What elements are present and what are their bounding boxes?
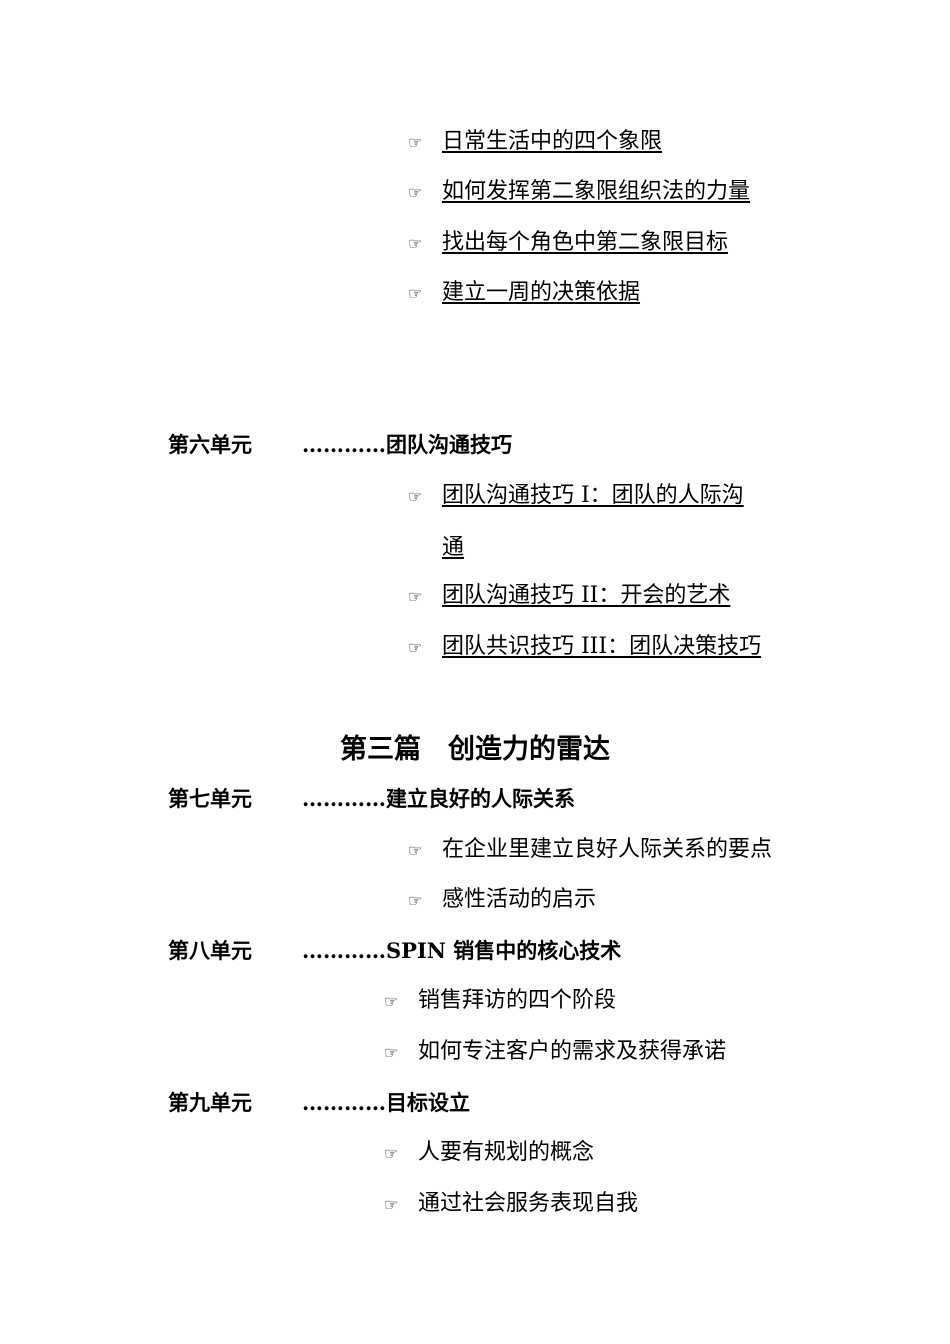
- unit-title: …………建立良好的人际关系: [302, 786, 575, 811]
- link-text[interactable]: 团队沟通技巧 II：开会的艺术: [442, 583, 731, 608]
- list-item: ☞ 感性活动的启示: [408, 885, 596, 916]
- unit-number: 第八单元: [168, 938, 252, 963]
- link-text[interactable]: 团队共识技巧 III：团队决策技巧: [442, 634, 762, 659]
- pointing-hand-icon: ☞: [384, 1144, 399, 1163]
- pointing-hand-icon: ☞: [408, 234, 423, 253]
- unit-number: 第六单元: [168, 432, 252, 457]
- link-text[interactable]: 团队沟通技巧 I：团队的人际沟: [442, 483, 744, 508]
- list-item: ☞ 如何专注客户的需求及获得承诺: [384, 1037, 726, 1068]
- list-text: 销售拜访的四个阶段: [418, 988, 617, 1013]
- link-text[interactable]: 建立一周的决策依据: [442, 280, 641, 305]
- list-text: 通过社会服务表现自我: [418, 1191, 639, 1216]
- link-text[interactable]: 如何发挥第二象限组织法的力量: [442, 179, 751, 204]
- pointing-hand-icon: ☞: [408, 133, 423, 152]
- list-item: ☞ 找出每个角色中第二象限目标: [408, 228, 728, 259]
- list-item: ☞ 在企业里建立良好人际关系的要点: [408, 835, 772, 866]
- pointing-hand-icon: ☞: [408, 487, 423, 506]
- pointing-hand-icon: ☞: [408, 891, 423, 910]
- list-text: 如何专注客户的需求及获得承诺: [418, 1039, 727, 1064]
- list-item: ☞ 如何发挥第二象限组织法的力量: [408, 177, 750, 208]
- list-text: 感性活动的启示: [442, 887, 597, 912]
- unit-number: 第九单元: [168, 1090, 252, 1115]
- list-item: ☞ 日常生活中的四个象限: [408, 127, 662, 158]
- list-item: ☞ 团队沟通技巧 II：开会的艺术: [408, 581, 730, 612]
- unit-title: …………目标设立: [302, 1090, 470, 1115]
- link-text-continuation[interactable]: 通: [442, 535, 465, 560]
- list-item: ☞ 通过社会服务表现自我: [384, 1189, 638, 1220]
- unit-heading: 第六单元 …………团队沟通技巧: [168, 430, 512, 460]
- pointing-hand-icon: ☞: [408, 841, 423, 860]
- pointing-hand-icon: ☞: [408, 587, 423, 606]
- list-item: ☞ 团队共识技巧 III：团队决策技巧: [408, 632, 761, 663]
- list-text: 人要有规划的概念: [418, 1140, 595, 1165]
- pointing-hand-icon: ☞: [384, 1195, 399, 1214]
- list-item: ☞ 销售拜访的四个阶段: [384, 986, 616, 1017]
- pointing-hand-icon: ☞: [384, 992, 399, 1011]
- pointing-hand-icon: ☞: [408, 183, 423, 202]
- list-text: 在企业里建立良好人际关系的要点: [442, 837, 773, 862]
- section-heading: 第三篇 创造力的雷达: [340, 734, 610, 765]
- list-item: ☞ 建立一周的决策依据: [408, 278, 640, 309]
- unit-heading: 第八单元 …………SPIN 销售中的核心技术: [168, 936, 621, 966]
- unit-heading: 第九单元 …………目标设立: [168, 1088, 470, 1118]
- unit-heading: 第七单元 …………建立良好的人际关系: [168, 784, 575, 814]
- pointing-hand-icon: ☞: [408, 284, 423, 303]
- list-item: ☞ 人要有规划的概念: [384, 1138, 594, 1169]
- unit-title: …………SPIN 销售中的核心技术: [302, 938, 622, 963]
- unit-number: 第七单元: [168, 786, 252, 811]
- link-text[interactable]: 日常生活中的四个象限: [442, 129, 663, 154]
- list-item: ☞ 团队沟通技巧 I：团队的人际沟: [408, 481, 744, 512]
- unit-title: …………团队沟通技巧: [302, 432, 512, 457]
- pointing-hand-icon: ☞: [384, 1043, 399, 1062]
- pointing-hand-icon: ☞: [408, 638, 423, 657]
- link-text[interactable]: 找出每个角色中第二象限目标: [442, 230, 729, 255]
